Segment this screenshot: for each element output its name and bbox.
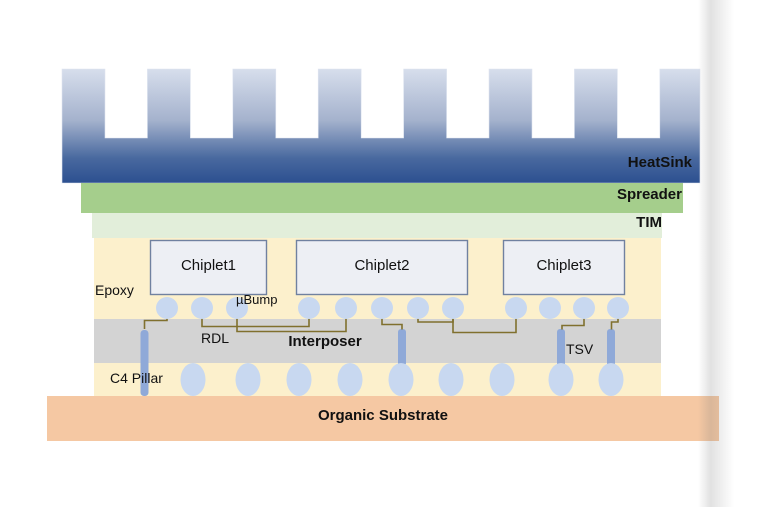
rdl-trace: [201, 312, 310, 328]
tim-layer: [92, 213, 662, 238]
tsv-label: TSV: [566, 341, 594, 357]
tsv: [607, 329, 615, 366]
epoxy-label: Epoxy: [95, 282, 134, 298]
c4-bump: [489, 363, 515, 396]
ubump: [539, 297, 561, 319]
c4-bump: [180, 363, 206, 396]
interposer-layer: [94, 319, 661, 363]
chiplet3-box: [502, 239, 626, 296]
ubump: [371, 297, 393, 319]
underfill-layer: [94, 363, 661, 396]
spreader-layer: [81, 183, 683, 213]
chiplet3-label: Chiplet3: [536, 257, 592, 274]
spreader-label: Spreader: [616, 186, 682, 203]
ubump: [191, 297, 213, 319]
ubump: [335, 297, 357, 319]
c4-pillar: [140, 330, 149, 396]
c4-bump: [438, 363, 464, 396]
rdl-trace: [452, 312, 517, 334]
c4-bump: [337, 363, 363, 396]
organic-substrate-label: Organic Substrate: [317, 407, 449, 424]
ubump: [573, 297, 595, 319]
c4-bump: [548, 363, 574, 396]
c4-bump: [235, 363, 261, 396]
ubump-label: µBump: [236, 292, 278, 307]
organic-substrate-layer: [47, 396, 719, 441]
rdl-label: RDL: [201, 330, 230, 346]
c4-bump: [388, 363, 414, 396]
ubump: [298, 297, 320, 319]
ubump-array: [156, 297, 629, 319]
c4-bump: [598, 363, 624, 396]
tsv: [557, 329, 565, 366]
c4-pillar-label: C4 Pillar: [110, 370, 163, 386]
chiplet1-box: [149, 239, 268, 296]
ubump: [607, 297, 629, 319]
ubump: [442, 297, 464, 319]
heatsink-layer: [61, 68, 701, 184]
tsv-array: [398, 329, 615, 366]
interposer-label: Interposer: [288, 333, 362, 350]
chiplet-array: [149, 239, 626, 296]
ubump: [505, 297, 527, 319]
chiplet2-box: [295, 239, 469, 296]
heatsink-label: HeatSink: [627, 154, 692, 171]
c4-bump-array: [180, 363, 624, 396]
ubump: [407, 297, 429, 319]
c4-bump: [286, 363, 312, 396]
ubump: [226, 297, 248, 319]
chiplet2-label: Chiplet2: [354, 257, 410, 274]
tsv: [398, 329, 406, 366]
page-edge-shadow: [698, 0, 734, 507]
tim-label: TIM: [636, 214, 662, 231]
rdl-trace: [236, 312, 347, 333]
ubump: [156, 297, 178, 319]
chiplet1-label: Chiplet1: [180, 257, 237, 274]
